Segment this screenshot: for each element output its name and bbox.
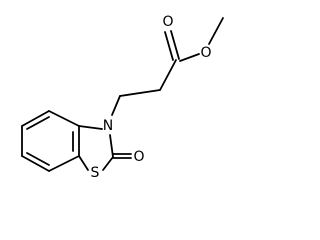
benzene-bond-1 — [48, 110, 80, 127]
chain-bond-1 — [159, 59, 177, 91]
ester-oxygen-side-label: O — [200, 45, 211, 61]
ring-sulfur-label: S — [91, 165, 100, 181]
n-c3a-bond — [78, 125, 103, 130]
benzene-bond-4 — [21, 155, 50, 172]
chemical-structure: O O N S O — [21, 14, 224, 181]
benzene-inner-bond-1 — [26, 116, 50, 130]
benzene-bond-5 — [48, 155, 80, 172]
s-c7a-bond — [78, 155, 89, 171]
carbonyl-oxygen-label: O — [133, 149, 144, 165]
benzene-inner-bond-2 — [26, 152, 50, 166]
carbonyl-double-bond-b — [164, 31, 174, 61]
atom-labels: O O N S O — [91, 14, 212, 181]
chain-bond-2 — [119, 89, 161, 97]
ring-nitrogen-label: N — [103, 118, 113, 134]
benzene-bond-2 — [21, 110, 50, 127]
c2-s-bond — [102, 156, 114, 171]
ester-o-c-bond — [179, 53, 200, 62]
methyl-bond — [208, 17, 224, 45]
ester-oxygen-top-label: O — [162, 14, 173, 30]
chain-bond-3 — [111, 95, 121, 116]
carbonyl-double-bond-a — [170, 30, 180, 60]
bonds — [21, 17, 224, 172]
structure-svg: O O N S O — [21, 14, 224, 181]
